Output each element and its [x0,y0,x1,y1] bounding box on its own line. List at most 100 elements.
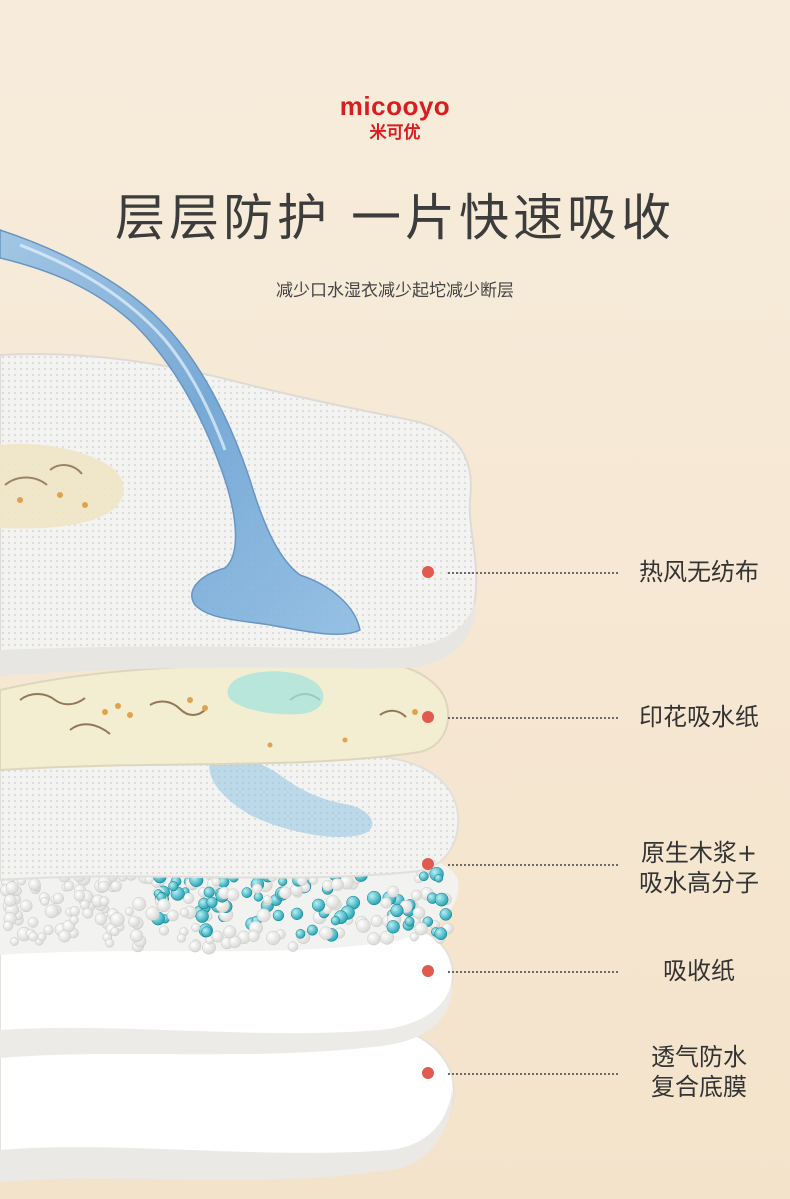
pulp-bead [262,895,272,905]
polymer-bead [390,904,404,918]
polymer-bead [195,909,209,923]
pulp-bead [82,907,94,919]
pulp-bead [278,886,292,900]
polymer-bead [206,896,218,908]
pulp-bead [179,907,190,918]
pulp-bead [387,885,400,898]
callout-dot [422,566,434,578]
polymer-bead [330,916,341,926]
pulp-bead [356,918,371,933]
pulp-bead [110,927,120,937]
pulp-bead [410,889,423,901]
polymer-bead [168,881,179,892]
pulp-bead [3,894,17,907]
polymer-bead [434,892,449,907]
pulp-bead [124,907,134,917]
layer-printed-paper [0,657,450,772]
pulp-bead [330,878,344,892]
pulp-bead [69,915,79,925]
pulp-bead [27,916,39,928]
pulp-bead [191,923,201,933]
pulp-bead [37,932,47,942]
pulp-bead [5,881,19,895]
pulp-bead [105,938,115,948]
pulp-bead [414,922,428,936]
label-absorbent-paper: 吸收纸 [663,957,735,985]
pulp-bead [156,898,171,913]
pulp-bead [182,892,195,905]
label-nonwoven: 热风无纺布 [639,558,759,586]
pulp-bead [94,912,108,926]
callout-leader [448,971,618,973]
polymer-bead [272,909,285,922]
callout-printed-paper: 印花吸水纸 [420,701,790,761]
pulp-bead [110,912,125,927]
pulp-bead [99,896,110,907]
pulp-bead [28,931,39,942]
callout-absorbent-paper: 吸收纸 [420,955,790,1015]
callout-dot [422,858,434,870]
pulp-bead [247,930,260,943]
layer-top-paper [0,753,460,882]
pulp-bead [409,932,419,942]
pulp-bead [128,915,140,928]
pulp-bead [10,937,19,946]
pulp-bead [52,892,64,904]
callout-leader [448,864,618,866]
callout-nonwoven: 热风无纺布 [420,556,790,616]
pulp-bead [110,880,122,892]
pulp-bead [73,889,86,902]
pulp-bead [367,932,381,946]
polymer-bead [203,886,215,898]
pulp-bead [380,897,392,909]
water-stream [0,229,361,636]
pulp-bead [256,908,271,923]
pulp-bead [325,895,340,909]
polymer-bead [306,924,318,936]
callout-leader [448,572,618,574]
polymer-bead [366,890,382,906]
label-waterproof-film: 透气防水 复合底膜 [651,1043,747,1101]
polymer-bead [290,907,304,920]
pulp-bead [129,929,144,943]
pulp-bead [319,926,333,940]
pulp-bead [266,930,281,946]
subline: 减少口水湿衣减少起坨减少断层 [276,281,514,301]
callout-dot [422,1067,434,1079]
brand-name-cn: 米可优 [369,123,421,143]
pulp-bead [211,877,221,887]
pulp-bead [251,883,263,894]
pulp-bead [211,930,224,943]
pulp-bead [370,914,383,928]
polymer-bead [201,926,213,938]
pulp-bead [40,896,50,906]
pulp-bead [226,888,240,902]
pulp-bead [28,878,41,891]
pulp-bead [44,904,59,919]
callout-leader [448,1073,618,1075]
brand-name-en: micooyo [339,91,451,121]
pulp-bead [3,920,14,931]
pulp-bead [132,897,147,911]
pulp-bead [287,941,299,952]
pulp-bead [97,880,110,893]
polymer-bead [418,871,429,882]
pulp-bead [43,924,54,935]
callout-leader [448,717,618,719]
callout-dot [422,711,434,723]
headline: 层层防护 一片快速吸收 [115,189,675,247]
polymer-bead [253,892,264,902]
callout-dot [422,965,434,977]
polymer-bead [404,916,415,927]
label-printed-paper: 印花吸水纸 [639,703,759,731]
pulp-bead [412,906,426,920]
brand-logo: micooyo 米可优 [0,92,790,144]
pulp-bead [145,906,160,921]
pulp-bead [19,899,33,913]
pulp-bead [189,940,202,953]
polymer-bead [434,874,443,883]
pulp-bead [69,906,80,917]
polymer-bead [434,927,448,941]
polymer-bead [295,929,306,939]
